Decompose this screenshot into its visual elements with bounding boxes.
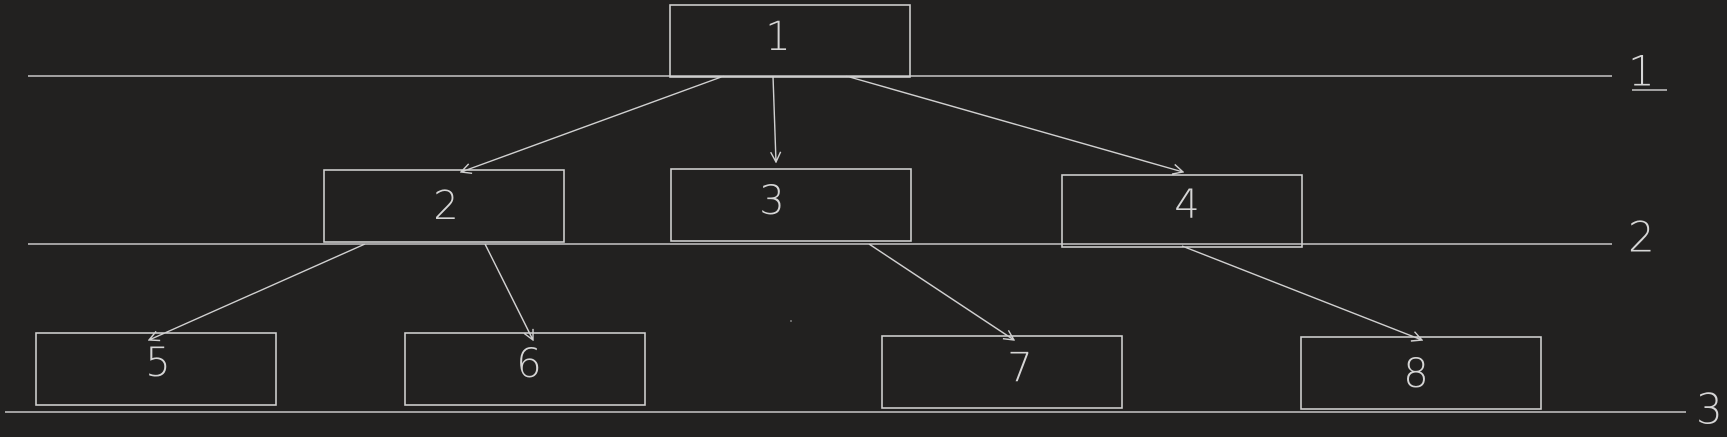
- node-box: [404, 332, 646, 406]
- node-label: 8: [1403, 351, 1428, 397]
- edge-3-7: [868, 243, 1014, 340]
- node-box: [1061, 174, 1303, 248]
- node-6: 6: [404, 332, 646, 406]
- edge-2-5: [149, 243, 366, 340]
- level-label-1: 1: [1628, 47, 1655, 96]
- node-box: [669, 4, 911, 78]
- node-box: [670, 168, 912, 242]
- edge-4-8: [1181, 245, 1422, 340]
- node-box: [35, 332, 277, 406]
- node-1: 1: [669, 4, 911, 78]
- node-7: 7: [881, 335, 1123, 409]
- edges: [149, 75, 1422, 340]
- edge-1-2: [461, 75, 725, 172]
- edge-2-6: [484, 243, 533, 340]
- level-label-2: 2: [1628, 213, 1655, 262]
- stray-dot: [790, 320, 792, 322]
- node-label: 2: [433, 183, 458, 229]
- level-label-3: 3: [1696, 385, 1723, 434]
- node-label: 7: [1007, 345, 1032, 391]
- edge-1-3: [773, 75, 776, 162]
- node-box: [881, 335, 1123, 409]
- node-label: 3: [759, 178, 784, 224]
- node-label: 5: [145, 340, 170, 386]
- node-5: 5: [35, 332, 277, 406]
- node-label: 4: [1174, 182, 1199, 228]
- node-box: [1300, 336, 1542, 410]
- node-label: 1: [765, 14, 790, 60]
- node-box: [323, 169, 565, 243]
- edge-1-4: [845, 75, 1183, 172]
- node-8: 8: [1300, 336, 1542, 410]
- node-2: 2: [323, 169, 565, 243]
- node-3: 3: [670, 168, 912, 242]
- node-4: 4: [1061, 174, 1303, 248]
- node-label: 6: [516, 341, 541, 387]
